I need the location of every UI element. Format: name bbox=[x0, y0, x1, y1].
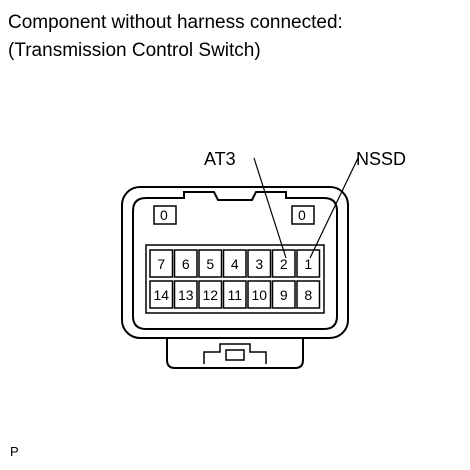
pin-cell bbox=[247, 280, 272, 309]
lock-tab-left bbox=[153, 205, 177, 225]
latch-center-key bbox=[225, 349, 245, 361]
lock-tab-right bbox=[291, 205, 315, 225]
pin-number: 1 bbox=[304, 256, 312, 272]
title-line-1: Component without harness connected: bbox=[8, 12, 343, 33]
pin-cell bbox=[247, 249, 272, 278]
pin-number: 6 bbox=[182, 256, 190, 272]
pin-cell bbox=[222, 280, 247, 309]
pin-number: 9 bbox=[280, 287, 288, 303]
pin-number: 8 bbox=[304, 287, 312, 303]
pin-cell bbox=[222, 249, 247, 278]
leader-line-at3 bbox=[253, 157, 287, 259]
pin-number: 3 bbox=[255, 256, 263, 272]
lock-tab-left-mark: 0 bbox=[160, 207, 168, 223]
callout-at3: AT3 bbox=[204, 149, 236, 169]
pin-cell bbox=[271, 280, 296, 309]
pin-cell bbox=[198, 249, 223, 278]
pin-number: 14 bbox=[153, 287, 169, 303]
pin-cell bbox=[198, 280, 223, 309]
pin-block bbox=[145, 244, 325, 314]
pin-cell bbox=[149, 249, 174, 278]
connector-inner-face bbox=[132, 191, 338, 330]
lock-tab-right-mark: 0 bbox=[298, 207, 306, 223]
pin-cell bbox=[173, 280, 198, 309]
pin-number: 7 bbox=[157, 256, 165, 272]
pin-number: 5 bbox=[206, 256, 214, 272]
title-line-2: (Transmission Control Switch) bbox=[8, 40, 261, 61]
connector-outer-housing bbox=[121, 186, 349, 339]
pin-number: 13 bbox=[178, 287, 194, 303]
pin-cell bbox=[149, 280, 174, 309]
pin-number: 11 bbox=[227, 287, 242, 303]
leader-line-nssd bbox=[309, 157, 359, 259]
figure-code: P bbox=[10, 444, 19, 459]
pin-cell bbox=[173, 249, 198, 278]
pin-number: 12 bbox=[202, 287, 218, 303]
latch-inner-tab bbox=[203, 343, 267, 364]
connector-bottom-latch bbox=[166, 338, 304, 369]
pin-number: 10 bbox=[251, 287, 267, 303]
pin-number: 2 bbox=[280, 256, 288, 272]
pin-number: 4 bbox=[231, 256, 239, 272]
pin-cell bbox=[296, 280, 321, 309]
pin-cell bbox=[296, 249, 321, 278]
callout-nssd: NSSD bbox=[356, 149, 406, 169]
